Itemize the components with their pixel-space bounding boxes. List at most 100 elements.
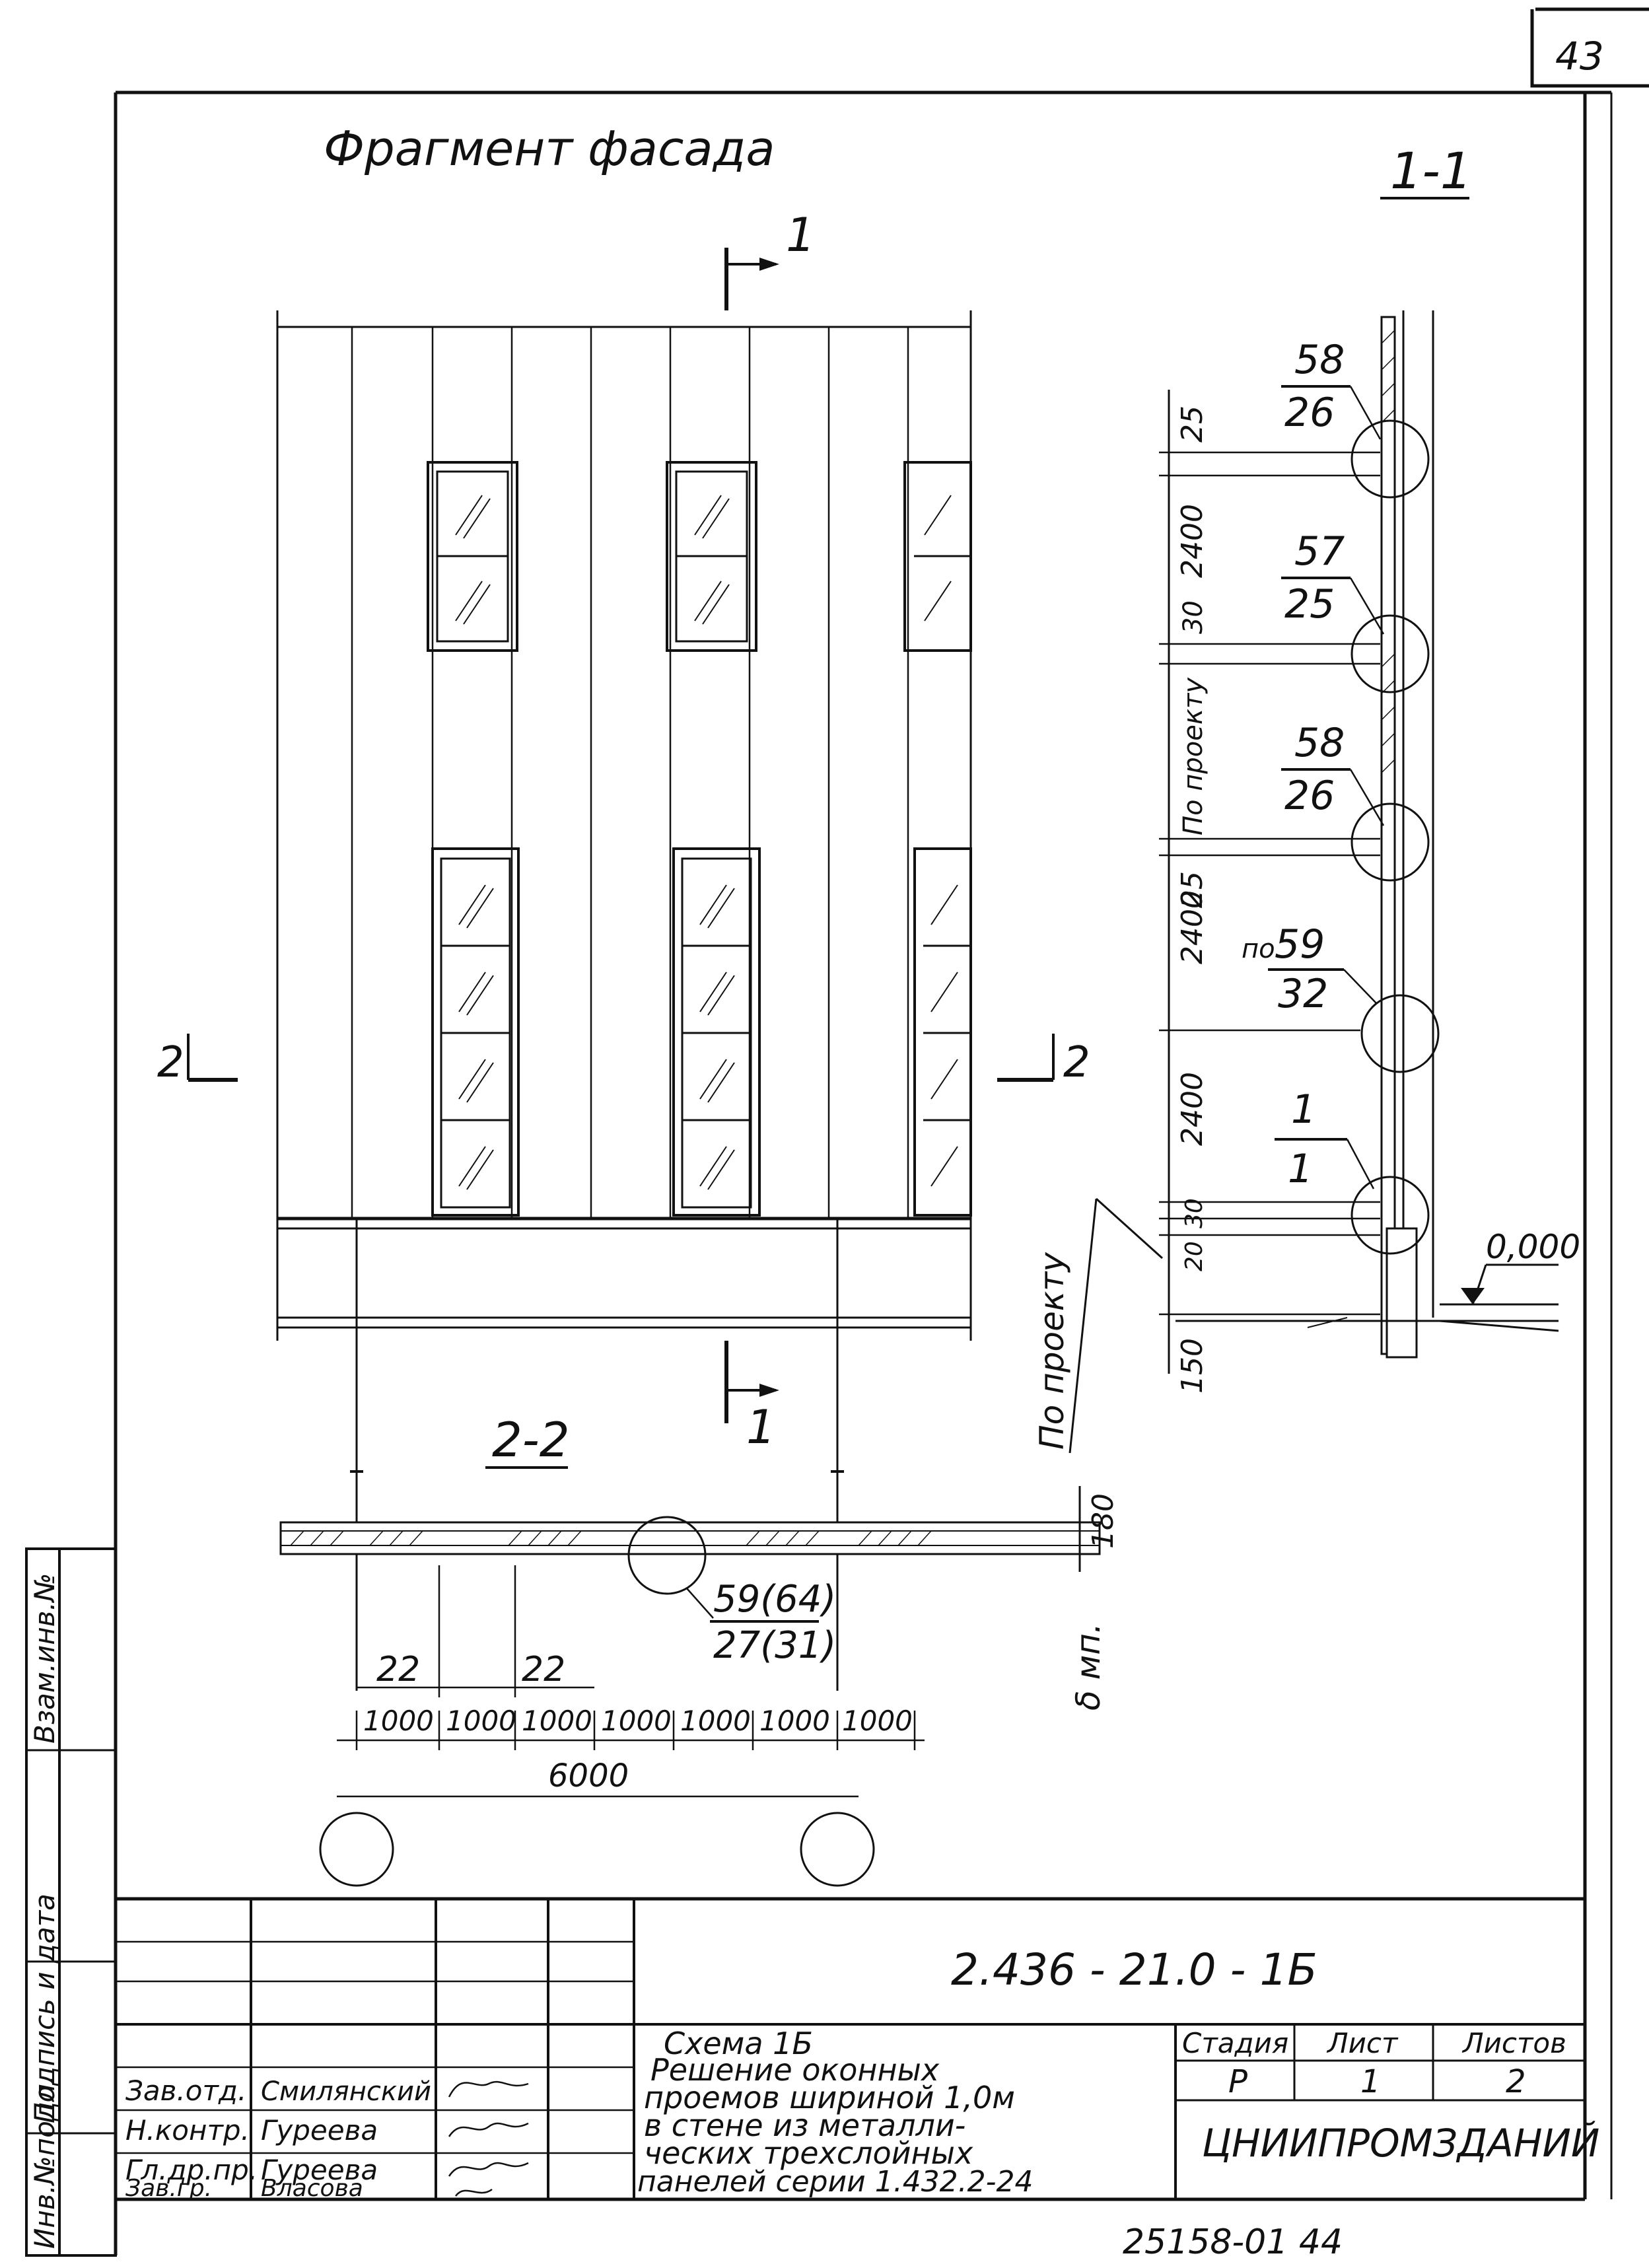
svg-text:59(64): 59(64) <box>713 1578 836 1621</box>
section-1-1: 1-1 58 26 57 <box>1033 141 1580 1454</box>
callout-1: 58 26 <box>1281 337 1382 440</box>
svg-text:150: 150 <box>1175 1338 1209 1394</box>
svg-text:1: 1 <box>1288 1146 1313 1192</box>
axis-circle <box>319 1812 394 1887</box>
svg-text:1000: 1000 <box>601 1705 672 1737</box>
window <box>431 847 520 1217</box>
svg-text:Схема 1Б: Схема 1Б <box>664 2026 813 2061</box>
svg-text:20: 20 <box>1181 1241 1208 1271</box>
svg-text:Смилянский: Смилянский <box>261 2076 431 2107</box>
callout-4: по 59 32 <box>1242 921 1378 1017</box>
svg-text:1: 1 <box>786 208 816 262</box>
svg-text:180: 180 <box>1086 1493 1120 1549</box>
svg-text:58: 58 <box>1294 337 1345 383</box>
svg-text:0,000: 0,000 <box>1486 1228 1580 1266</box>
section-mark-right: 2 <box>997 1034 1090 1087</box>
svg-text:Инв.№подл.: Инв.№подл. <box>28 2075 61 2249</box>
window <box>666 461 757 652</box>
callout-2: 57 25 <box>1281 528 1385 635</box>
svg-text:Зав.отд.: Зав.отд. <box>125 2074 246 2107</box>
svg-text:Решение оконных: Решение оконных <box>650 2052 940 2088</box>
svg-text:1000: 1000 <box>680 1705 751 1737</box>
svg-text:Подпись и дата: Подпись и дата <box>28 1894 61 2123</box>
svg-text:Стадия: Стадия <box>1182 2027 1288 2059</box>
svg-text:2: 2 <box>1063 1038 1090 1087</box>
svg-text:30: 30 <box>1178 600 1209 634</box>
svg-text:1000: 1000 <box>759 1705 830 1737</box>
signatures: Зав.отд. Н.контр. Гл.др.пр. Зав.гр. Смил… <box>125 2074 529 2202</box>
svg-text:в стене из металли-: в стене из металли- <box>644 2108 965 2143</box>
svg-text:Взам.инв.№: Взам.инв.№ <box>28 1573 61 1744</box>
svg-text:По проекту: По проекту <box>1178 677 1209 835</box>
svg-text:2400: 2400 <box>1175 890 1209 964</box>
svg-text:1000: 1000 <box>522 1705 592 1737</box>
module-dims: 1000 1000 1000 1000 1000 1000 1000 <box>337 1705 925 1750</box>
svg-text:1000: 1000 <box>842 1705 913 1737</box>
organization: ЦНИИПРОМЗДАНИЙ <box>1202 2120 1599 2166</box>
svg-text:По проекту: По проекту <box>1033 1252 1071 1450</box>
section-1-1-dimensions: 25 2400 30 По проекту 25 2400 2400 20 30… <box>1175 406 1209 1394</box>
svg-text:1: 1 <box>1291 1086 1316 1133</box>
section-mark-bottom: 1 <box>724 1341 779 1454</box>
svg-text:25: 25 <box>1175 406 1209 443</box>
svg-text:1000: 1000 <box>446 1705 516 1737</box>
callout-3: 58 26 <box>1281 720 1385 826</box>
window <box>913 847 972 1217</box>
svg-text:26: 26 <box>1284 390 1335 436</box>
facade-drawing: 1 1 2 2 <box>157 208 1090 1454</box>
svg-text:2400: 2400 <box>1175 504 1209 578</box>
svg-text:панелей серии 1.432.2-24: панелей серии 1.432.2-24 <box>637 2165 1034 2199</box>
side-label: По проекту <box>1033 1197 1164 1454</box>
svg-text:Гуреева: Гуреева <box>261 2154 378 2186</box>
side-stamp: Инв.№подл. Подпись и дата Взам.инв.№ <box>25 1547 117 2257</box>
svg-text:1: 1 <box>746 1400 776 1454</box>
svg-text:1: 1 <box>1360 2063 1381 2100</box>
axis-circle <box>800 1812 875 1887</box>
window <box>903 461 972 652</box>
section-2-2-callout: 59(64) 27(31) <box>686 1578 836 1667</box>
svg-text:25: 25 <box>1175 871 1209 908</box>
svg-text:Р: Р <box>1228 2063 1247 2100</box>
svg-text:Лист: Лист <box>1326 2027 1399 2059</box>
svg-text:Н.контр.: Н.контр. <box>125 2114 250 2146</box>
doc-code: 2.436 - 21.0 - 1Б <box>951 1944 1317 1995</box>
window <box>427 461 518 652</box>
small-dims: 22 22 <box>357 1565 594 1697</box>
svg-text:25: 25 <box>1284 581 1335 627</box>
svg-text:2: 2 <box>1506 2063 1526 2100</box>
svg-text:1000: 1000 <box>363 1705 434 1737</box>
svg-text:27(31): 27(31) <box>713 1624 836 1667</box>
svg-text:22: 22 <box>376 1650 420 1689</box>
elevation-mark: 0,000 <box>1461 1228 1580 1305</box>
footer-number: 25158-01 44 <box>1123 2222 1343 2262</box>
svg-text:Зав.гр.: Зав.гр. <box>125 2175 212 2202</box>
svg-text:58: 58 <box>1294 720 1345 766</box>
svg-text:δ мп.: δ мп. <box>1069 1623 1107 1711</box>
sheet-number: 43 <box>1555 34 1604 79</box>
svg-text:Гуреева: Гуреева <box>261 2114 378 2146</box>
callout-5: 1 1 <box>1275 1086 1375 1192</box>
svg-text:22: 22 <box>522 1650 565 1689</box>
svg-text:Власова: Власова <box>261 2175 363 2202</box>
section-mark-left: 2 <box>157 1034 238 1087</box>
svg-text:6000: 6000 <box>548 1757 629 1794</box>
svg-text:Гл.др.пр.: Гл.др.пр. <box>125 2154 258 2186</box>
thickness-dim: 180 δ мп. <box>1069 1486 1120 1711</box>
svg-text:2: 2 <box>157 1038 184 1087</box>
svg-text:32: 32 <box>1278 971 1328 1017</box>
facade-title: Фрагмент фасада <box>324 121 775 176</box>
title-block: 2.436 - 21.0 - 1Б Схема 1Б Решение оконн… <box>116 1897 1599 2202</box>
section-1-1-title: 1-1 <box>1390 141 1472 200</box>
svg-text:ческих трехслойных: ческих трехслойных <box>644 2135 973 2171</box>
section-mark-top: 1 <box>724 208 816 310</box>
svg-text:26: 26 <box>1284 773 1335 819</box>
window <box>672 847 761 1217</box>
sheet-number-box: 43 <box>1530 7 1649 88</box>
section-2-2-title: 2-2 <box>492 1412 570 1468</box>
description: Схема 1Б Решение оконных проемов шириной… <box>637 2026 1034 2199</box>
svg-text:57: 57 <box>1294 528 1345 575</box>
svg-text:Листов: Листов <box>1461 2027 1566 2059</box>
svg-text:2400: 2400 <box>1175 1072 1209 1146</box>
svg-text:по: по <box>1242 934 1275 964</box>
section-2-2: 2-2 59(64) 27(31) <box>279 1219 1120 1887</box>
